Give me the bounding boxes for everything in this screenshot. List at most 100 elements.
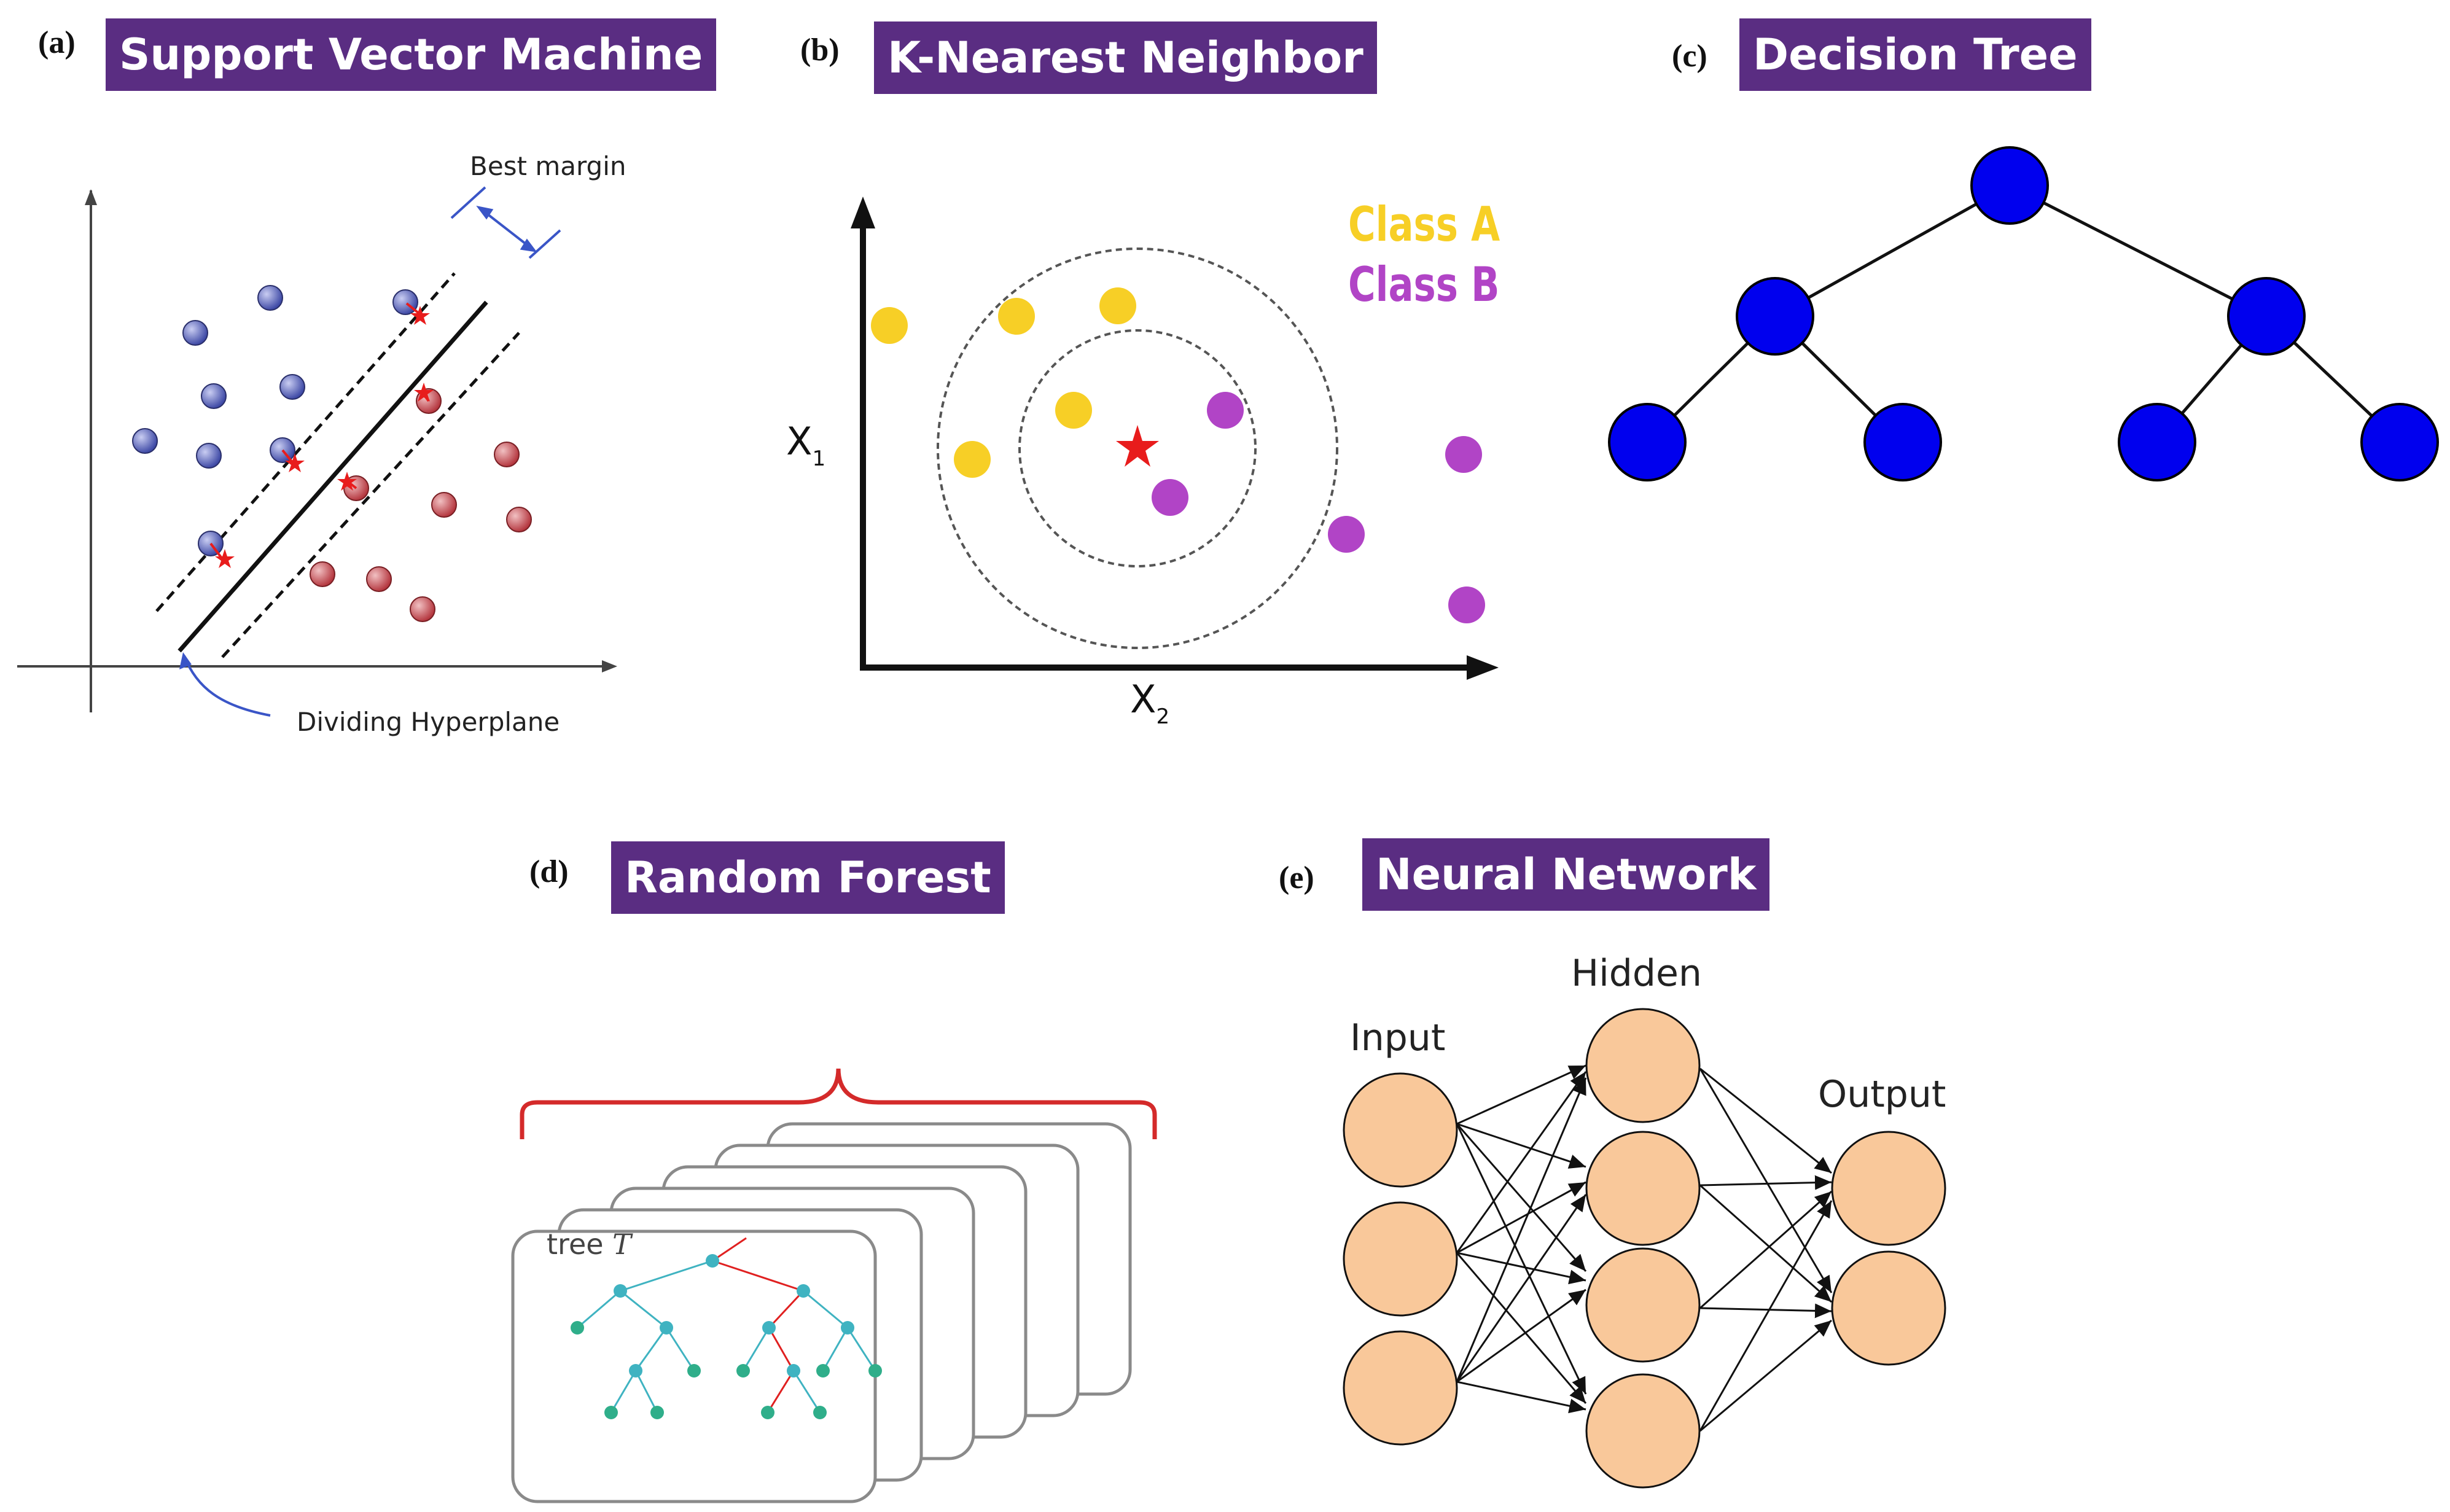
support-vector-star (285, 453, 305, 472)
knn-diagram: X1 X2 Class A Class B (786, 197, 1500, 729)
knn-point-class-a (998, 298, 1035, 335)
svm-margin-line-upper (155, 272, 456, 612)
knn-point-class-a (871, 307, 908, 344)
panel-d-letter: (d) (529, 854, 569, 889)
legend-class-b: Class B (1348, 257, 1500, 313)
svm-x-arrow (602, 660, 617, 672)
random-forest-diagram: tree T (511, 1068, 1157, 1503)
mini-tree-node (629, 1364, 642, 1378)
nn-output-node (1831, 1250, 1946, 1366)
panel-e-letter: (e) (1279, 860, 1314, 895)
mini-tree-node (797, 1284, 810, 1298)
panel-a-title: Support Vector Machine (106, 18, 717, 91)
knn-point-class-a (1099, 287, 1136, 324)
nn-hidden-node (1585, 1373, 1701, 1489)
svm-point-blue (279, 374, 305, 400)
knn-class-b-points (1152, 392, 1485, 623)
forest-mini-tree-edges (577, 1237, 876, 1413)
hyperplane-label: Dividing Hyperplane (297, 707, 560, 737)
mini-tree-node (841, 1321, 854, 1335)
nn-hidden-node (1585, 1247, 1701, 1363)
knn-point-class-a (954, 441, 991, 478)
mini-tree-leaf (736, 1364, 750, 1378)
svm-point-red (410, 596, 435, 622)
knn-point-class-b (1328, 516, 1365, 553)
knn-outer-radius (937, 247, 1338, 649)
tree-node (1736, 277, 1814, 356)
svm-point-red (431, 492, 457, 518)
forest-tree-cards (511, 1122, 1132, 1503)
knn-inner-radius (1018, 329, 1257, 567)
legend-class-a: Class A (1348, 197, 1500, 252)
knn-y-arrow (851, 197, 875, 228)
svm-point-red (310, 561, 335, 587)
panel-b-letter: (b) (800, 33, 840, 68)
decision-tree-diagram (1608, 146, 2439, 481)
tree-leaf-node (1863, 403, 1942, 481)
nn-hidden-node (1585, 1008, 1701, 1123)
tree-card-label: tree T (547, 1228, 633, 1261)
svm-point-blue (201, 383, 227, 409)
svm-point-red (494, 442, 520, 467)
nn-input-node (1343, 1201, 1458, 1317)
svm-class-blue (132, 285, 418, 556)
tree-nodes (1608, 146, 2439, 481)
panel-e-title: Neural Network (1362, 838, 1770, 911)
nn-output-label: Output (1818, 1073, 1946, 1116)
hyperplane-pointer-arrow (183, 655, 271, 717)
svm-point-red (506, 507, 532, 532)
knn-query-star (1116, 425, 1159, 467)
mini-tree-leaf (813, 1406, 827, 1419)
knn-point-class-b (1448, 586, 1485, 623)
panel-c-title: Decision Tree (1739, 18, 2091, 91)
panel-c-letter: (c) (1672, 39, 1707, 74)
panel-a-letter: (a) (38, 25, 76, 60)
tree-node (2227, 277, 2306, 356)
nn-hidden-node (1585, 1131, 1701, 1246)
mini-tree-leaf (761, 1406, 774, 1419)
knn-point-class-a (1055, 392, 1092, 429)
tree-root-node (1970, 146, 2049, 225)
nn-input-label: Input (1350, 1016, 1445, 1059)
neural-network-diagram: Input Hidden Output (1343, 952, 1946, 1489)
tree-leaf-node (2118, 403, 2196, 481)
knn-point-class-b (1207, 392, 1244, 429)
best-margin-bracket (450, 186, 561, 259)
svm-point-blue (257, 285, 283, 311)
mini-tree-node (660, 1321, 673, 1335)
knn-x-arrow (1467, 655, 1499, 680)
support-vector-star (215, 549, 235, 568)
knn-x-axis-label: X2 (1130, 677, 1169, 729)
mini-tree-leaf (650, 1406, 664, 1419)
mini-tree-leaf (604, 1406, 618, 1419)
knn-class-a-points (871, 287, 1136, 478)
hyperplane-pointer-head (179, 652, 192, 669)
panel-d-title: Random Forest (611, 841, 1005, 914)
mini-tree-leaf (816, 1364, 830, 1378)
mini-tree-leaf (868, 1364, 882, 1378)
nn-input-node (1343, 1072, 1458, 1188)
nn-nodes (1343, 1008, 1946, 1489)
knn-y-axis-label: X1 (786, 419, 825, 471)
mini-tree-node (787, 1364, 800, 1378)
mini-tree-node (762, 1321, 776, 1335)
svm-point-blue (196, 443, 222, 469)
forest-brace (520, 1068, 1157, 1139)
support-vector-star (414, 383, 434, 402)
svm-support-vectors (215, 306, 434, 568)
nn-input-node (1343, 1330, 1458, 1446)
svm-class-red (310, 388, 532, 622)
mini-tree-node (614, 1284, 627, 1298)
mini-tree-leaf (571, 1321, 584, 1335)
support-vector-links (209, 302, 430, 560)
panel-b-title: K-Nearest Neighbor (874, 21, 1377, 94)
svm-point-blue (132, 428, 158, 454)
knn-point-class-b (1152, 479, 1188, 516)
forest-mini-tree-nodes (571, 1254, 882, 1419)
svm-y-arrow (85, 189, 97, 205)
svm-hyperplane (178, 300, 488, 653)
tree-leaf-node (1608, 403, 1687, 481)
svm-margin-line-lower (221, 332, 520, 658)
knn-point-class-b (1445, 436, 1482, 473)
svm-diagram: Best margin Dividing Hyperplane (17, 151, 626, 737)
